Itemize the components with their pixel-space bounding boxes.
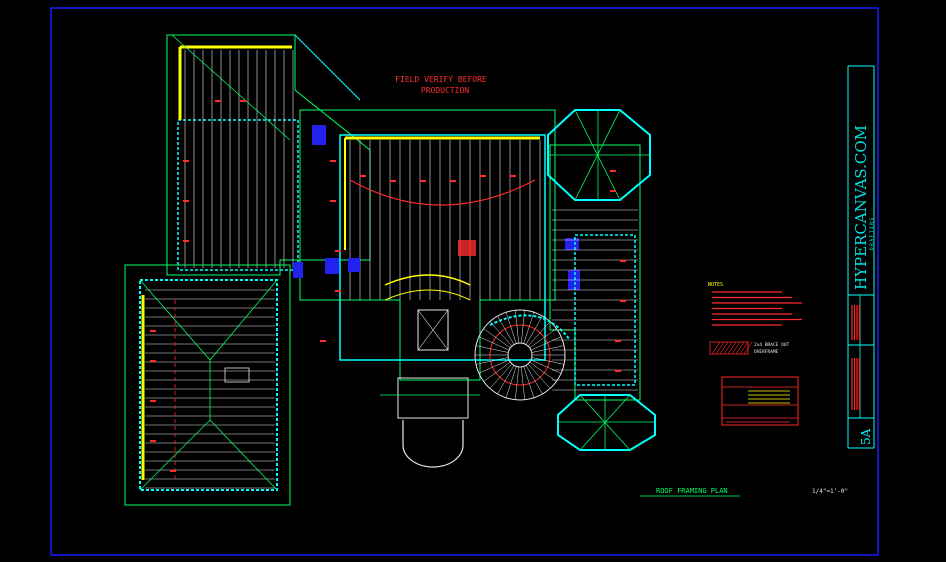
- round-tower: [474, 309, 571, 401]
- notes-heading: NOTES: [708, 282, 723, 288]
- production-note: PRODUCTION: [421, 86, 469, 95]
- right-wing: [547, 109, 656, 451]
- legend-brace-label: 2x4 BRACE OUT: [754, 342, 790, 348]
- sheet-number: 5A: [859, 428, 873, 445]
- brand-name: HYPERCANVAS.COM: [852, 125, 870, 290]
- brand-tagline: DRAFTING: [869, 216, 875, 250]
- rafter-labels: [150, 100, 626, 472]
- left-lower-wing: [124, 264, 291, 506]
- plan-scale: 1/4"=1'-0": [812, 488, 848, 495]
- central-roof: [299, 109, 556, 381]
- schedule-table: [721, 376, 799, 426]
- notes-block: NOTES 2x4 BRACE OUT OVERFRAME: [708, 282, 802, 355]
- title-block: HYPERCANVAS.COM DRAFTING 5A: [847, 65, 875, 449]
- legend-overframe-label: OVERFRAME: [754, 349, 779, 355]
- plan-title: ROOF FRAMING PLAN: [656, 487, 728, 495]
- sheet-border: [50, 7, 879, 556]
- front-portico: [380, 377, 480, 468]
- left-upper-wing: [166, 34, 371, 276]
- beam-blocks: [293, 125, 580, 290]
- field-verify-note: FIELD VERIFY BEFORE: [395, 75, 487, 84]
